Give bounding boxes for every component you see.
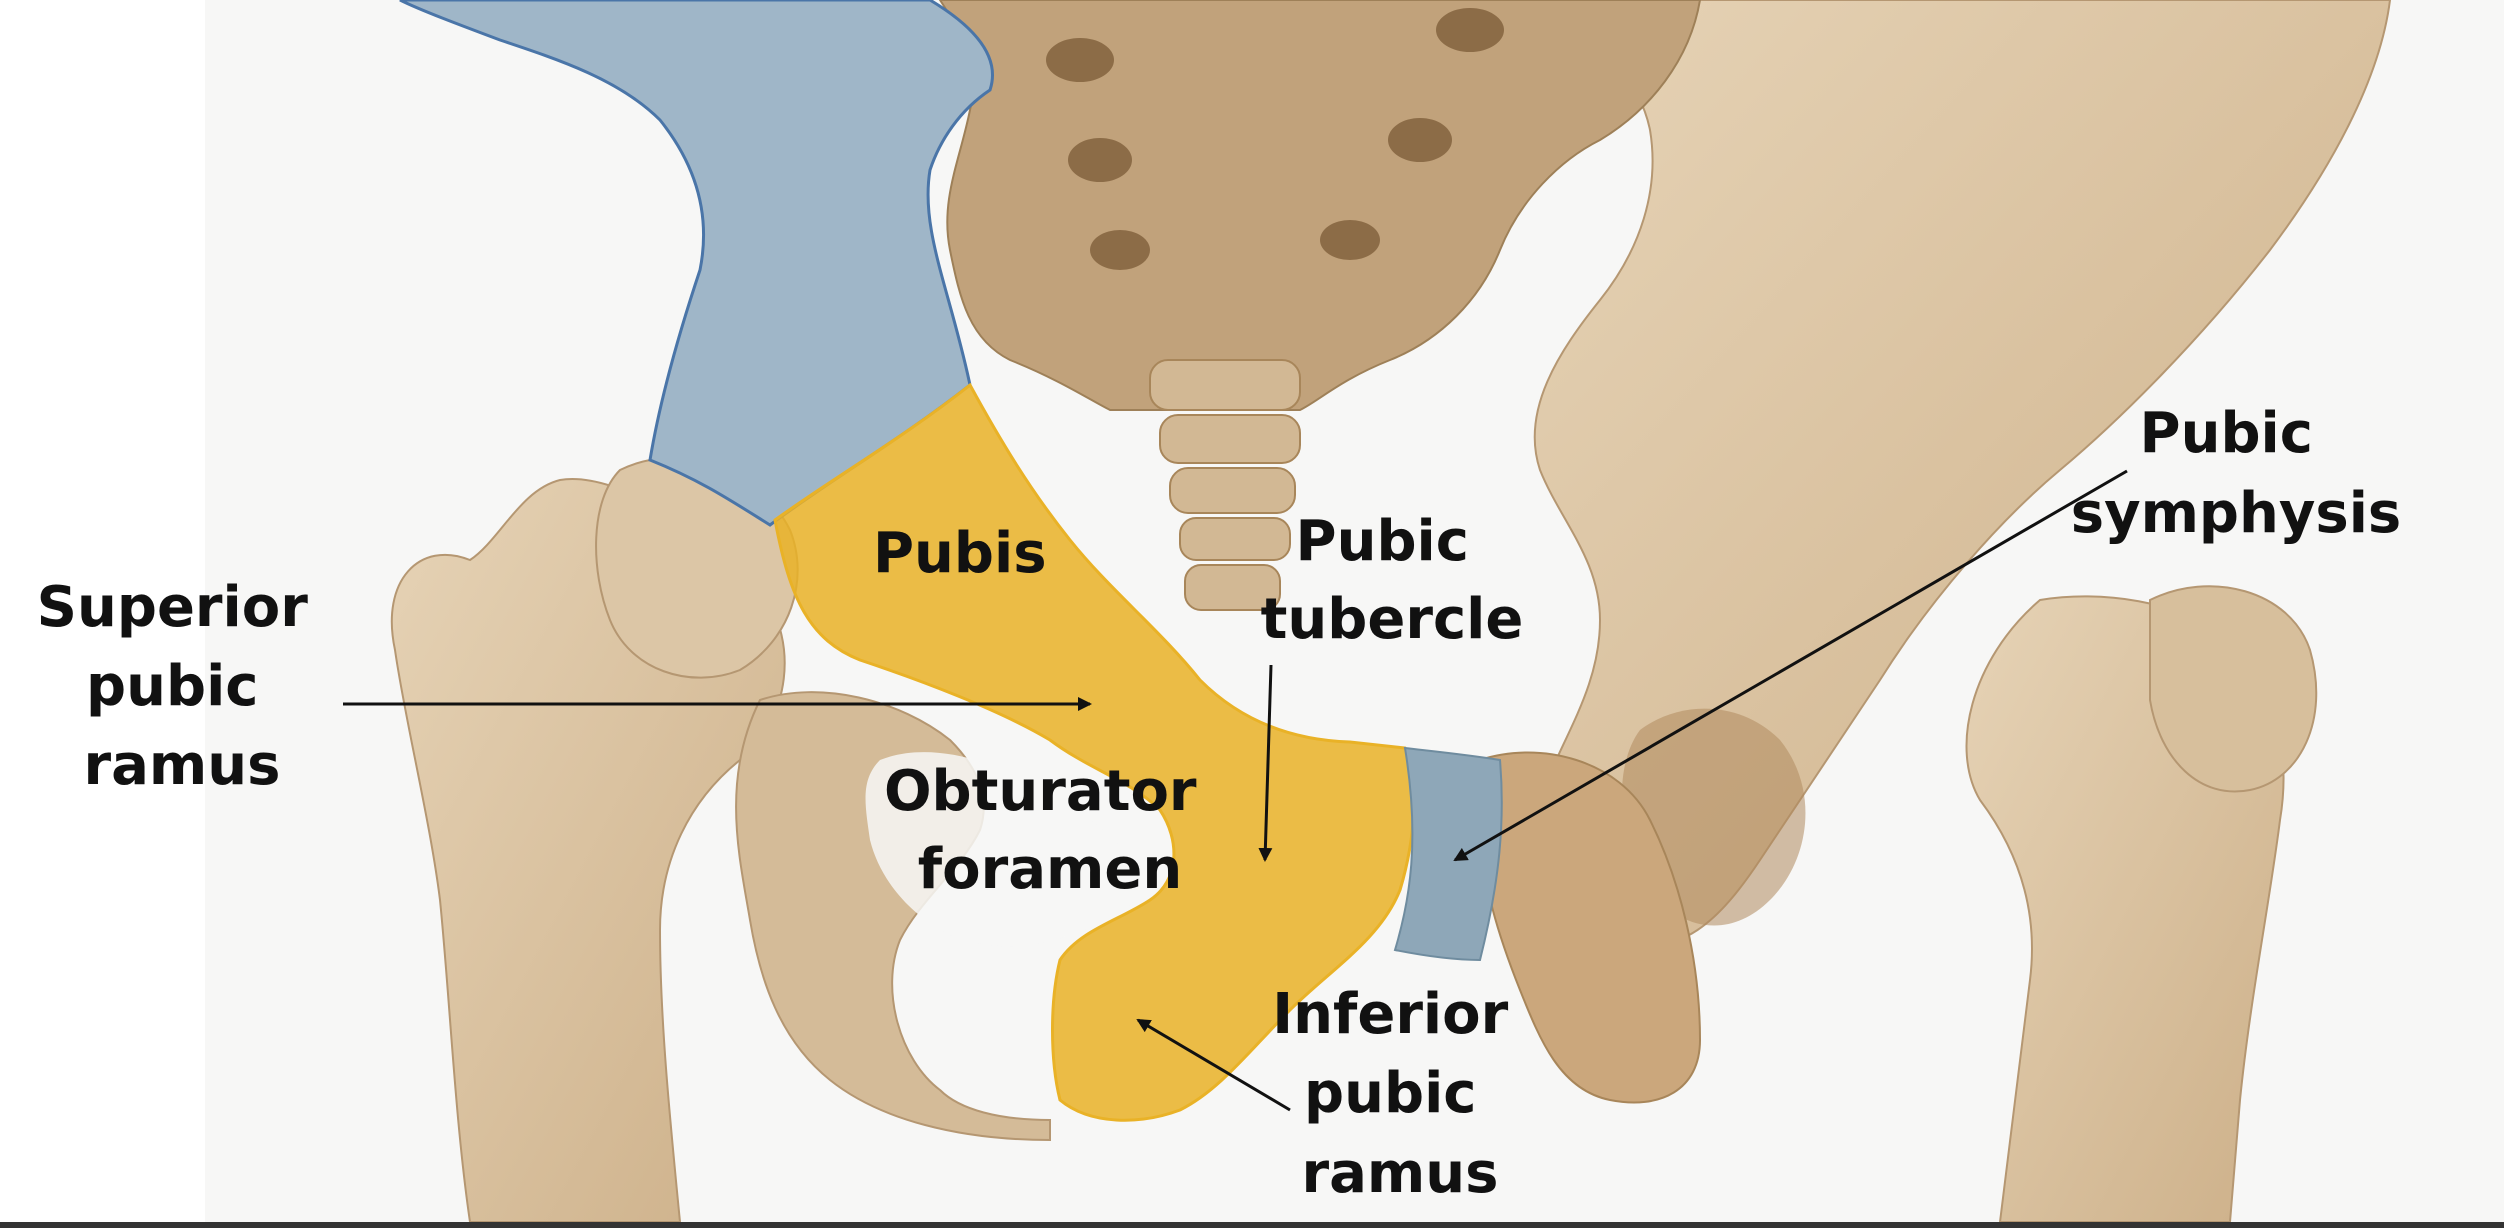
label-pubis: Pubis (873, 521, 1047, 586)
sacrum (938, 0, 1702, 411)
label-obturator-foramen: Obturator foramen (884, 759, 1216, 902)
label-pubic-symphysis: Pubic symphysis (2071, 401, 2402, 546)
label-superior-pubic-ramus: Superior pubic ramus (37, 575, 328, 798)
sacral-foramina (1046, 8, 1504, 270)
right-femur-trochanter (2149, 585, 2318, 793)
arrow-inferior-pubic-ramus (1136, 1018, 1291, 1112)
right-ischium (1479, 751, 1702, 1104)
label-pubic-tubercle: Pubic tubercle (1261, 509, 1524, 652)
pubis-region (773, 382, 1416, 1122)
bottom-bar (0, 1222, 2504, 1228)
coccyx (1149, 359, 1301, 611)
pubic-symphysis-ligament (1393, 746, 1503, 962)
ilium-region (399, 0, 994, 527)
arrow-pubic-tubercle (1258, 664, 1273, 862)
obturator-foramen-opening (865, 752, 1140, 947)
arrow-pubic-symphysis (1453, 469, 2128, 862)
label-inferior-pubic-ramus: Inferior pubic ramus (1272, 982, 1527, 1206)
